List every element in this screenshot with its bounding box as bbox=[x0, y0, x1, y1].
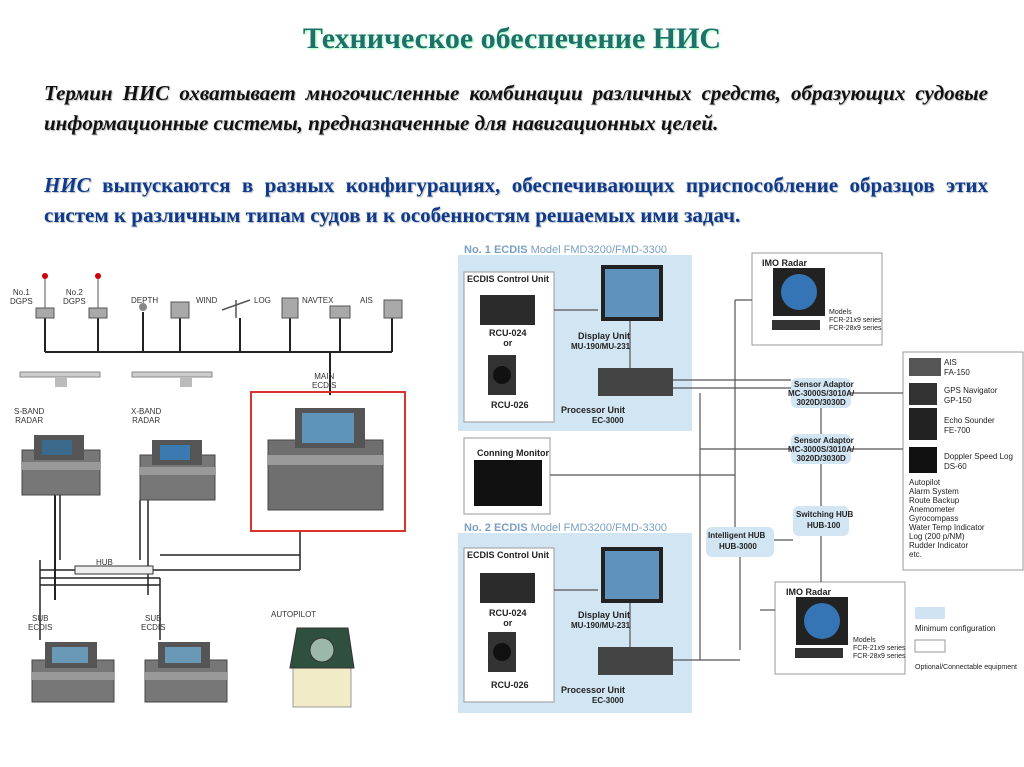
imo-radar-1-models: Models FCR-21x9 series FCR-28x9 series bbox=[829, 309, 882, 332]
ais-model: FA-150 bbox=[944, 368, 970, 377]
ecdis2-rcu024-label: RCU-024 or bbox=[489, 608, 527, 628]
sensor-adaptor-1-label: Sensor Adaptor bbox=[794, 380, 854, 389]
nis-highlight: НИС bbox=[44, 173, 91, 197]
label-main-ecdis: MAIN ECDIS bbox=[312, 372, 337, 390]
gps-label: GPS Navigator bbox=[944, 386, 998, 395]
echo-sounder-label: Echo Sounder bbox=[944, 416, 995, 425]
ecdis2-control-unit-label: ECDIS Control Unit bbox=[467, 550, 549, 560]
ecdis1-rcu024-label: RCU-024 or bbox=[489, 328, 527, 348]
paragraph-configurations: НИС выпускаются в разных конфигурациях, … bbox=[44, 170, 988, 230]
label-log: LOG bbox=[254, 296, 271, 305]
ais-label: AIS bbox=[944, 358, 957, 367]
sensor-adaptor-1-model: MC-3000S/3010A/ 3020D/3030D bbox=[788, 389, 855, 407]
doppler-log-model: DS-60 bbox=[944, 462, 967, 471]
ecdis2-display-model: MU-190/MU-231 bbox=[571, 621, 631, 630]
ecdis1-rcu026-label: RCU-026 bbox=[491, 400, 529, 410]
echo-sounder-model: FE-700 bbox=[944, 426, 971, 435]
imo-radar-1-label: IMO Radar bbox=[762, 258, 808, 268]
imo-radar-2-label: IMO Radar bbox=[786, 587, 832, 597]
other-sensors-list: Autopilot Alarm System Route Backup Anem… bbox=[909, 478, 985, 559]
label-dgps2: No.2 DGPS bbox=[63, 288, 86, 306]
paragraph-configurations-text: выпускаются в разных конфигурациях, обес… bbox=[44, 173, 988, 227]
ecdis1-processor-label: Processor Unit bbox=[561, 405, 626, 415]
ecdis1-processor-model: EC-3000 bbox=[592, 416, 624, 425]
imo-radar-2-models: Models FCR-21x9 series FCR-28x9 series bbox=[853, 637, 906, 660]
label-autopilot: AUTOPILOT bbox=[271, 610, 317, 619]
ecdis1-control-unit-label: ECDIS Control Unit bbox=[467, 274, 549, 284]
sensor-adaptor-2-label: Sensor Adaptor bbox=[794, 436, 854, 445]
label-sub-ecdis-1: SUB ECDIS bbox=[28, 614, 53, 632]
label-depth: DEPTH bbox=[131, 296, 159, 305]
label-ais: AIS bbox=[360, 296, 373, 305]
ecdis1-display-unit-label: Display Unit bbox=[578, 331, 631, 341]
label-wind: WIND bbox=[196, 296, 218, 305]
label-s-band-radar: S-BAND RADAR bbox=[14, 407, 45, 425]
paragraph-definition: Термин НИС охватывает многочисленные ком… bbox=[44, 81, 988, 135]
conning-monitor-label: Conning Monitor bbox=[477, 448, 549, 458]
ecdis2-display-unit-label: Display Unit bbox=[578, 610, 631, 620]
sensor-adaptor-2-model: MC-3000S/3010A/ 3020D/3030D bbox=[788, 445, 855, 463]
intelligent-hub-model: HUB-3000 bbox=[719, 542, 757, 551]
ecdis2-processor-model: EC-3000 bbox=[592, 696, 624, 705]
switching-hub-model: HUB-100 bbox=[807, 521, 841, 530]
legend-min-config: Minimum configuration bbox=[915, 624, 996, 633]
ecdis2-rcu026-label: RCU-026 bbox=[491, 680, 529, 690]
legend-optional: Optional/Connectable equipment bbox=[915, 664, 1017, 671]
ecdis2-processor-label: Processor Unit bbox=[561, 685, 626, 695]
label-dgps1: No.1 DGPS bbox=[10, 288, 33, 306]
ecdis1-display-model: MU-190/MU-231 bbox=[571, 342, 631, 351]
label-navtex: NAVTEX bbox=[302, 296, 334, 305]
label-hub: HUB bbox=[96, 558, 113, 567]
doppler-log-label: Doppler Speed Log bbox=[944, 452, 1013, 461]
intelligent-hub-label: Intelligent HUB bbox=[708, 531, 766, 540]
page-title: Техническое обеспечение НИС bbox=[302, 22, 722, 55]
label-sub-ecdis-2: SUB ECDIS bbox=[141, 614, 166, 632]
switching-hub-label: Switching HUB bbox=[796, 510, 854, 519]
ecdis2-heading: No. 2 ECDIS Model FMD3200/FMD-3300 bbox=[464, 522, 667, 534]
ecdis1-heading: No. 1 ECDIS Model FMD3200/FMD-3300 bbox=[464, 244, 667, 256]
gps-model: GP-150 bbox=[944, 396, 972, 405]
label-x-band-radar: X-BAND RADAR bbox=[131, 407, 162, 425]
